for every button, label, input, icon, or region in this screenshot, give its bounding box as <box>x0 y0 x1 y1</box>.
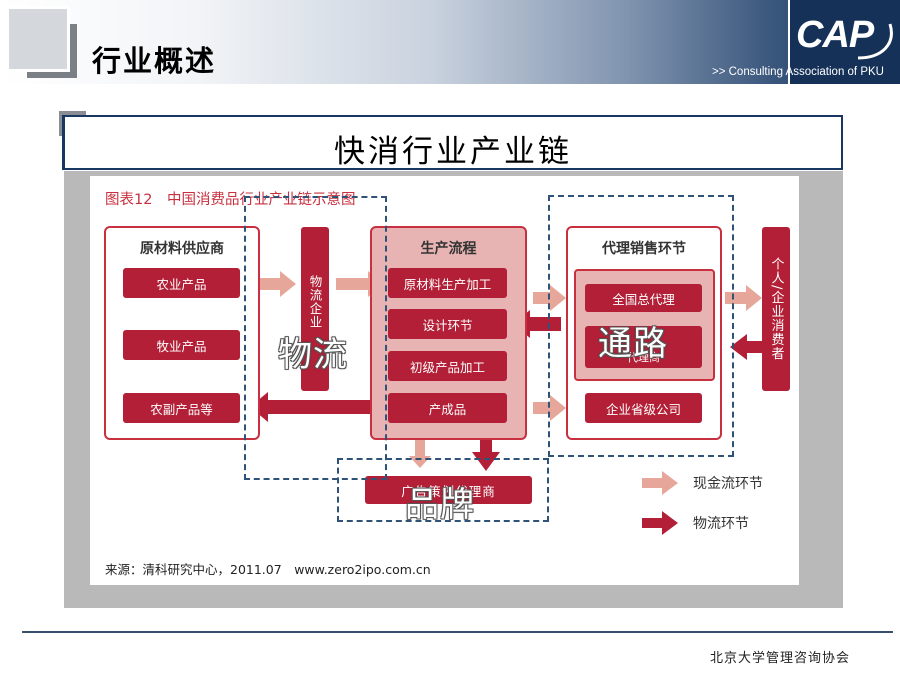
production-item-primary-processing: 初级产品加工 <box>388 351 507 381</box>
logistics-company-label: 物流企业 <box>307 275 323 329</box>
section-title: 行业概述 <box>92 44 217 78</box>
production-item-raw-processing: 原材料生产加工 <box>388 268 507 298</box>
brand-highlight-region <box>337 458 549 522</box>
legend-cash-flow-icon <box>642 471 678 495</box>
figure-source: 来源：清科研究中心，2011.07 www.zero2ipo.com.cn <box>105 562 431 577</box>
consumer-box: 个人/企业消费者 <box>762 227 790 391</box>
sales-item-provincial-company: 企业省级公司 <box>585 393 702 423</box>
cash-arrow-raw-to-logistics <box>248 271 296 297</box>
industry-chain-figure: 图表12 中国消费品行业产业链示意图 原材料供应商 农业产品 牧业产品 农副产品… <box>90 176 799 585</box>
footer-divider <box>22 631 893 633</box>
overlay-brand: 品牌 <box>405 485 475 525</box>
cap-logo-panel <box>788 0 900 84</box>
cap-logo: CAP <box>796 14 874 56</box>
overlay-channel: 通路 <box>598 324 668 364</box>
sales-agency-title: 代理销售环节 <box>602 241 686 257</box>
raw-item-byproducts: 农副产品等 <box>123 393 240 423</box>
cash-arrow-sales-to-consumer <box>725 285 762 311</box>
logistics-arrow-to-raw <box>250 392 380 422</box>
logo-subtitle: >> Consulting Association of PKU <box>712 66 884 78</box>
channel-highlight-region <box>548 195 734 457</box>
consumer-label: 个人/企业消费者 <box>768 257 784 361</box>
logistics-highlight-region <box>244 196 387 480</box>
slide-title-box: 快消行业产业链 <box>62 115 843 170</box>
logistics-arrow-consumer-to-sales <box>730 334 762 360</box>
production-item-design: 设计环节 <box>388 309 507 339</box>
logo-swoosh-icon <box>857 23 893 60</box>
overlay-logistics: 物流 <box>278 335 348 375</box>
header-decor-square-light <box>6 6 70 72</box>
production-title: 生产流程 <box>420 241 477 257</box>
production-item-finished-goods: 产成品 <box>388 393 507 423</box>
raw-materials-title: 原材料供应商 <box>140 241 224 257</box>
footer-org-name: 北京大学管理咨询协会 <box>709 651 850 666</box>
raw-item-agriculture: 农业产品 <box>123 268 240 298</box>
legend-cash-flow-label: 现金流环节 <box>693 476 763 492</box>
header-bar: 行业概述 CAP >> Consulting Association of PK… <box>0 0 900 84</box>
ad-agency-box: 广告策划代理商 <box>365 476 532 504</box>
legend-logistics-label: 物流环节 <box>693 516 749 532</box>
sales-item-national-agent: 全国总代理 <box>585 284 702 312</box>
slide-title: 快消行业产业链 <box>334 134 572 170</box>
sales-item-agent: 代理商 <box>585 326 702 368</box>
logistics-company-box: 物流企业 <box>301 227 329 391</box>
legend-logistics-icon <box>642 511 678 535</box>
raw-item-livestock: 牧业产品 <box>123 330 240 360</box>
